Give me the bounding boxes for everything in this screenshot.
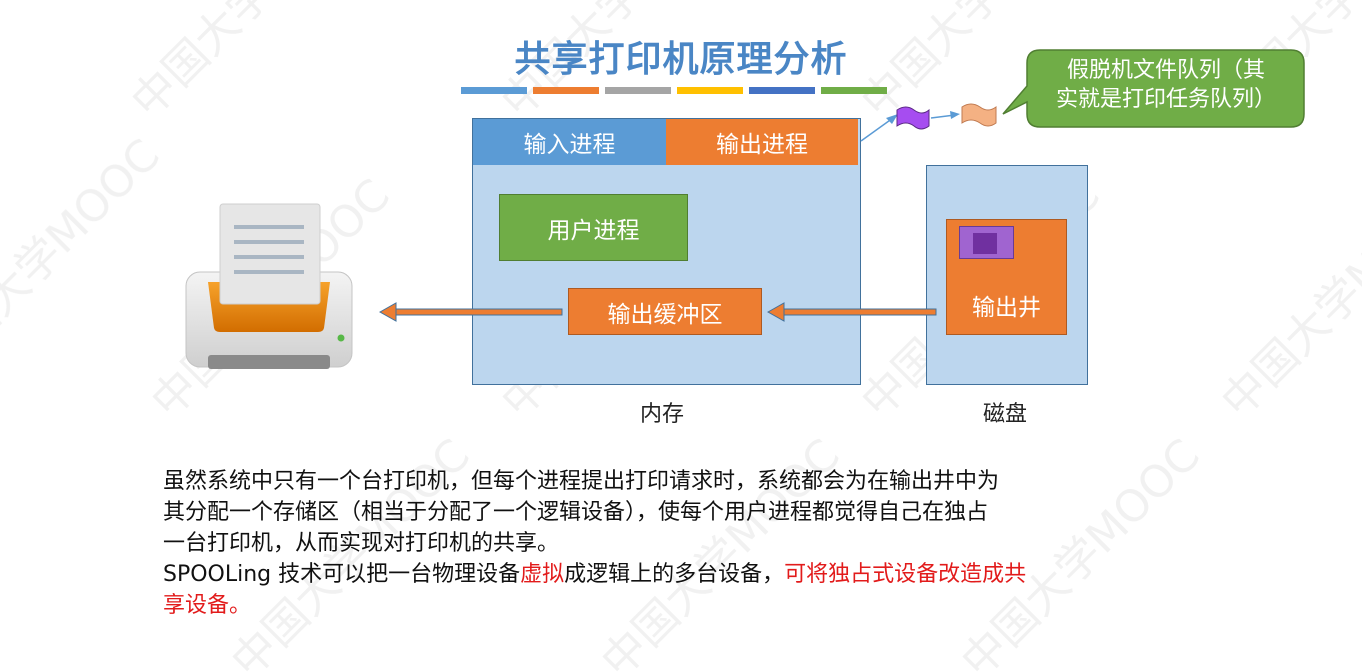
queue-flag-purple	[896, 106, 930, 130]
queue-flag-peach	[961, 103, 997, 127]
user-process-label: 用户进程	[547, 217, 640, 244]
arrow-well-to-buffer	[766, 302, 937, 322]
paragraph-line: 虽然系统中只有一个台打印机，但每个进程提出打印请求时，系统都会为在输出井中为	[163, 469, 1000, 494]
storage-slot	[959, 226, 1014, 259]
callout-line: 实就是打印任务队列）	[1055, 87, 1276, 112]
highlight-virtual: 虚拟	[520, 562, 565, 587]
title-color-bars	[461, 87, 887, 94]
disk-label: 磁盘	[983, 402, 1028, 427]
output-process-label: 输出进程	[716, 132, 808, 158]
color-bar	[605, 87, 671, 94]
callout-bubble	[1002, 49, 1305, 128]
color-bar	[461, 87, 527, 94]
output-process-box: 输出进程	[666, 119, 858, 165]
explanation-paragraph: 虽然系统中只有一个台打印机，但每个进程提出打印请求时，系统都会为在输出井中为 其…	[163, 466, 1173, 621]
paragraph-line: SPOOLing 技术可以把一台物理设备虚拟成逻辑上的多台设备，可将独占式设备改…	[163, 559, 1173, 590]
memory-label: 内存	[640, 402, 685, 427]
output-buffer-box: 输出缓冲区	[568, 288, 762, 335]
callout-line: 假脱机文件队列（其	[1066, 58, 1265, 83]
highlight-conclusion-end: 享设备。	[163, 593, 252, 618]
paragraph-text: SPOOLing 技术可以把一台物理设备	[163, 562, 521, 587]
storage-slot-inner	[973, 233, 997, 254]
paragraph-line: 其分配一个存储区（相当于分配了一个逻辑设备），使每个用户进程都觉得自己在独占	[163, 500, 989, 525]
flow-arrows	[378, 49, 1305, 322]
user-process-box: 用户进程	[499, 194, 688, 261]
arrow-output-process-to-queue	[860, 114, 898, 142]
page-title: 共享打印机原理分析	[514, 39, 848, 80]
printer-icon	[185, 203, 353, 369]
color-bar	[677, 87, 743, 94]
color-bar	[749, 87, 815, 94]
output-buffer-label: 输出缓冲区	[607, 301, 723, 328]
arrow-between-queue-flags	[930, 111, 960, 119]
highlight-conclusion: 可将独占式设备改造成共	[784, 562, 1027, 587]
output-well-label: 输出井	[972, 295, 1041, 321]
input-process-label: 输入进程	[523, 132, 616, 158]
paragraph-text: 成逻辑上的多台设备，	[564, 562, 785, 587]
color-bar	[533, 87, 599, 94]
arrow-buffer-to-printer	[378, 302, 563, 322]
color-bar	[821, 87, 887, 94]
paragraph-line: 一台打印机，从而实现对打印机的共享。	[163, 531, 560, 556]
input-process-box: 输入进程	[473, 119, 666, 165]
callout-text: 假脱机文件队列（其 实就是打印任务队列）	[1028, 56, 1304, 114]
